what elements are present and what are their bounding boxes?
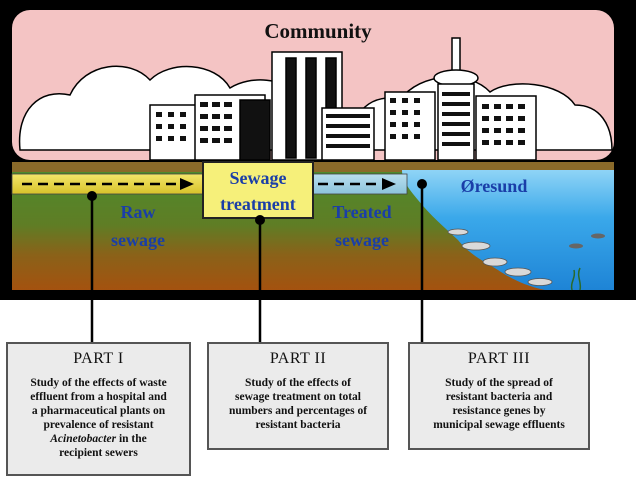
sewage-treatment-label-line2: treatment [220, 194, 296, 214]
connector-dot-part1 [87, 191, 97, 201]
treated-sewage-arrow-icon [382, 178, 396, 190]
building-windows [156, 92, 525, 148]
connector-dot-part2 [255, 215, 265, 225]
part3-description: Study of the spread of resistant bacteri… [433, 377, 565, 431]
oresund-water [402, 170, 614, 290]
part2-box: PART II Study of the effects of sewage t… [207, 342, 389, 450]
part3-title: PART III [467, 350, 531, 367]
oresund-label: Øresund [461, 176, 528, 196]
raw-sewage-label-line1: Raw [121, 202, 156, 222]
raw-sewage-arrow-icon [180, 178, 194, 190]
shore-stones [447, 228, 553, 286]
part2-title: PART II [269, 350, 327, 367]
part2-description: Study of the effects of sewage treatment… [228, 377, 368, 431]
part1-description: Study of the effects of waste effluent f… [30, 377, 167, 459]
part1-box: PART I Study of the effects of waste eff… [6, 342, 191, 476]
fish-icon [569, 233, 605, 249]
raw-sewage-label-line2: sewage [111, 230, 165, 250]
connectors [87, 179, 427, 342]
sewage-treatment-label-line1: Sewage [230, 168, 287, 188]
community-label: Community [264, 19, 372, 43]
part3-box: PART III Study of the spread of resistan… [408, 342, 590, 450]
sewage-treatment-box [202, 161, 314, 219]
treated-sewage-label-line2: sewage [335, 230, 389, 250]
connector-dot-part3 [417, 179, 427, 189]
part1-title: PART I [73, 350, 124, 367]
treated-sewage-label-line1: Treated [332, 202, 391, 222]
seaweed-icon [570, 267, 582, 291]
